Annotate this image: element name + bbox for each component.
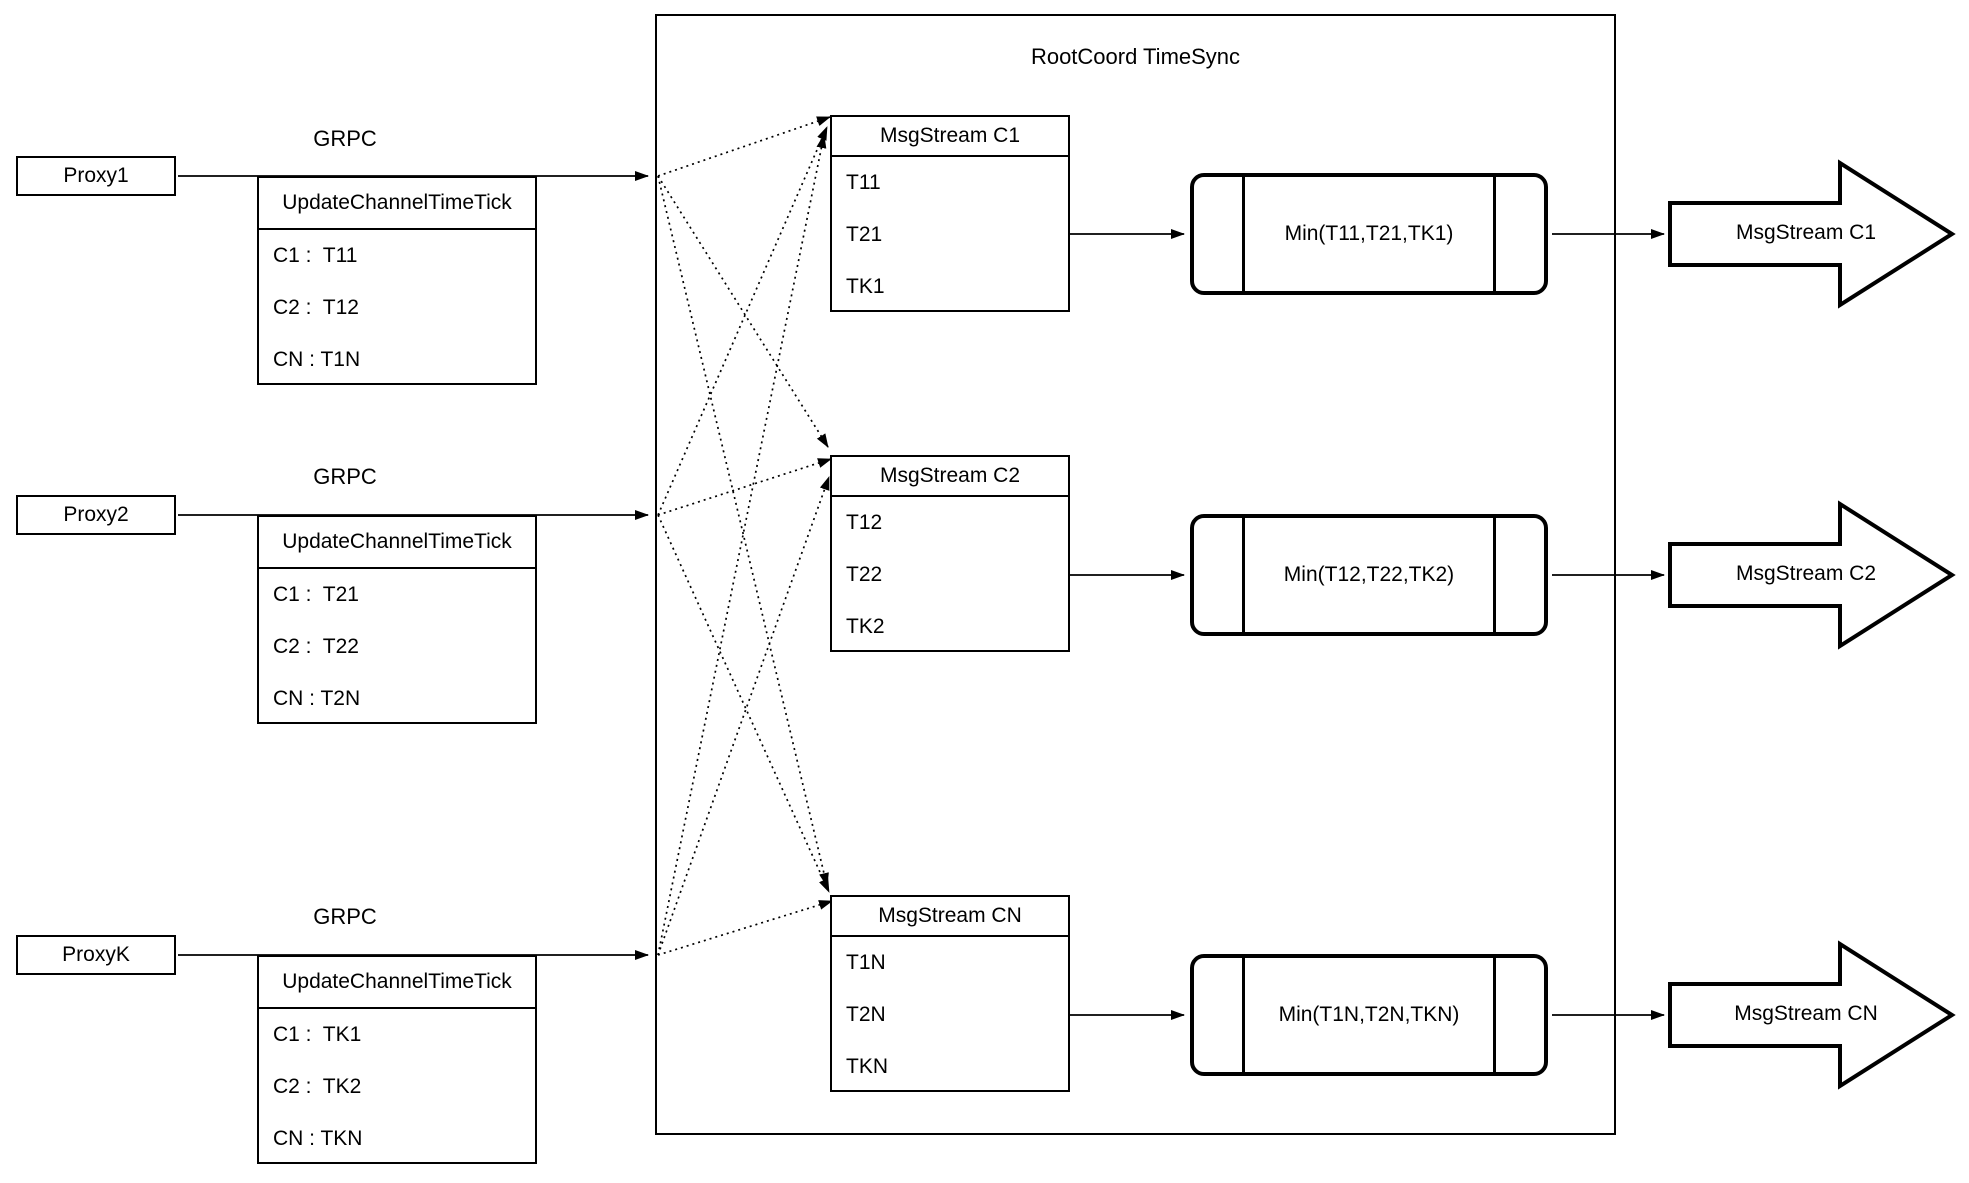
process-divider [1242,958,1245,1072]
table-row: T21 [846,223,883,246]
dotted-p2-cn [657,514,830,893]
table-row: C1 : T11 [273,244,358,267]
process-divider [1242,518,1245,632]
msgstream-c2-table: MsgStream C2 T12 T22 TK2 [830,455,1070,652]
output-arrow-label-c2: MsgStream C2 [1735,562,1877,585]
table-row: T22 [846,563,883,586]
msgstream-cn-table: MsgStream CN T1N T2N TKN [830,895,1070,1092]
proxyk-label: ProxyK [62,943,130,966]
min-label: Min(T11,T21,TK1) [1284,222,1454,245]
table-row: T2N [846,1003,886,1026]
table-row: T11 [846,171,881,194]
table-row: C1 : TK1 [273,1023,362,1046]
output-block-arrow-c1 [1668,159,1956,309]
table-header: MsgStream C2 [832,457,1068,497]
proxyk-timetick-table: UpdateChannelTimeTick C1 : TK1 C2 : TK2 … [257,955,537,1164]
grpc-label-1: GRPC [313,126,377,151]
table-row: CN : T1N [273,348,361,371]
table-header: MsgStream CN [832,897,1068,937]
proxy1-box: Proxy1 [16,156,176,196]
table-header: MsgStream C1 [832,117,1068,157]
table-row: T12 [846,511,883,534]
grpc-label-3: GRPC [313,904,377,929]
table-row: CN : T2N [273,687,361,710]
dotted-p1-c2 [657,175,829,448]
min-box-c2: Min(T12,T22,TK2) [1190,514,1548,636]
proxy1-label: Proxy1 [63,164,129,187]
proxyk-box: ProxyK [16,935,176,975]
min-label: Min(T12,T22,TK2) [1283,563,1455,586]
grpc-label-2: GRPC [313,464,377,489]
msgstream-c1-table: MsgStream C1 T11 T21 TK1 [830,115,1070,312]
table-row: C2 : T22 [273,635,359,658]
dotted-pk-c2 [657,476,830,956]
process-divider [1493,518,1496,632]
process-divider [1242,177,1245,291]
proxy2-label: Proxy2 [63,503,129,526]
proxy2-box: Proxy2 [16,495,176,535]
output-arrow-label-cn: MsgStream CN [1734,1002,1878,1025]
proxy1-timetick-table: UpdateChannelTimeTick C1 : T11 C2 : T12 … [257,176,537,385]
table-row: TK2 [846,615,885,638]
table-header: UpdateChannelTimeTick [259,178,535,230]
table-row: C2 : T12 [273,296,359,319]
proxy2-timetick-table: UpdateChannelTimeTick C1 : T21 C2 : T22 … [257,515,537,724]
dotted-pk-cn [657,900,833,956]
output-block-arrow-c2 [1668,500,1956,650]
table-row: C2 : TK2 [273,1075,362,1098]
min-box-cn: Min(T1N,T2N,TKN) [1190,954,1548,1076]
table-header: UpdateChannelTimeTick [259,957,535,1009]
process-divider [1493,958,1496,1072]
dotted-p1-cn [657,175,829,887]
min-box-c1: Min(T11,T21,TK1) [1190,173,1548,295]
table-row: CN : TKN [273,1127,363,1150]
output-arrow-label-c1: MsgStream C1 [1735,221,1877,244]
table-row: TK1 [846,275,885,298]
table-row: C1 : T21 [273,583,359,606]
dotted-p1-c1 [657,116,831,177]
dotted-p2-c1 [657,126,828,516]
table-row: T1N [846,951,886,974]
min-label: Min(T1N,T2N,TKN) [1278,1003,1460,1026]
dotted-pk-c1 [657,134,827,956]
dotted-p2-c2 [657,458,832,516]
rootcoord-title: RootCoord TimeSync [1030,44,1241,69]
process-divider [1493,177,1496,291]
table-header: UpdateChannelTimeTick [259,517,535,569]
output-block-arrow-cn [1668,940,1956,1090]
table-row: TKN [846,1055,888,1078]
